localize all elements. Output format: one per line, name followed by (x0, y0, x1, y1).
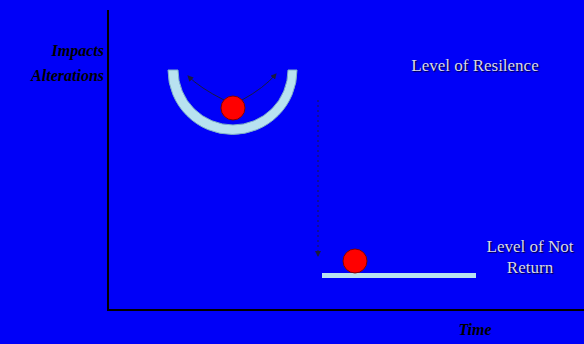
y-axis (107, 10, 109, 311)
swing-arrow (188, 76, 224, 100)
level-label: Level of Resilence (380, 55, 570, 76)
axis-title: Time (440, 317, 510, 342)
bowl (168, 70, 297, 134)
ball (221, 96, 245, 120)
level-label: Level of Not Return (480, 236, 580, 278)
swing-arrow (242, 74, 276, 100)
ball (343, 249, 367, 273)
drop-line (318, 100, 319, 256)
axis-title: Impacts Alterations (2, 38, 104, 88)
flat-plate (322, 273, 476, 278)
x-axis (107, 309, 584, 311)
